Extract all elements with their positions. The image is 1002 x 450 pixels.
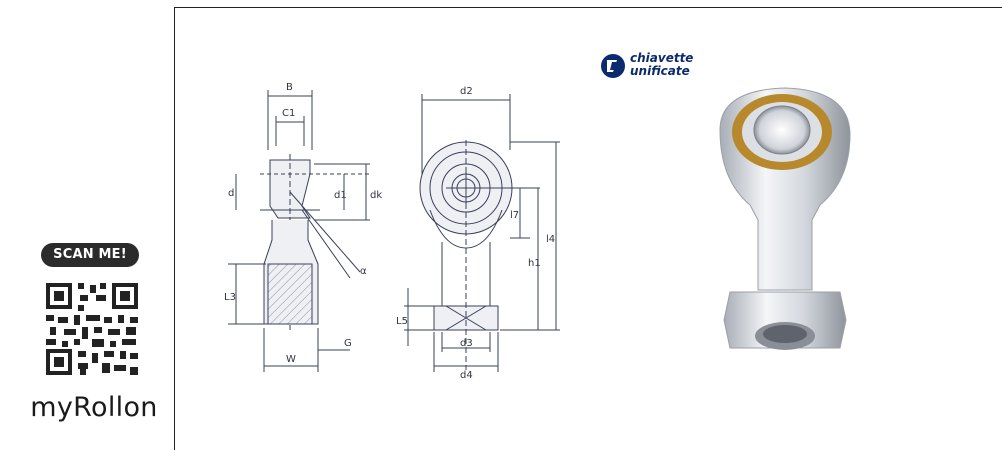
label-d: d [228,188,234,199]
label-d3: d3 [460,338,473,349]
label-d4: d4 [460,370,473,380]
label-l4: l4 [546,234,555,245]
qr-code-icon[interactable] [44,281,140,377]
logo-line2: unificate [630,64,690,78]
label-h1: h1 [528,258,541,269]
logo-line1: chiavette [630,51,694,65]
left-panel: SCAN ME! myRollon [0,0,174,450]
label-dk: dk [370,190,382,201]
label-l7: l7 [510,210,519,221]
label-d1: d1 [334,190,347,201]
logo-text: chiavette unificate [630,52,693,78]
label-L3: L3 [224,292,236,303]
top-border [174,7,1002,8]
scan-me-badge: SCAN ME! [41,243,139,267]
label-alpha: α [360,266,367,277]
front-view [404,94,560,372]
label-L5: L5 [396,316,408,327]
label-W: W [286,354,296,365]
panel-divider [174,7,175,450]
label-G: G [344,338,352,349]
label-d2: d2 [460,86,473,97]
technical-drawing: B C1 d d1 dk α L3 W G d2 l7 h1 l4 L5 d3 … [224,82,560,380]
label-C1: C1 [282,108,295,119]
brand-name: myRollon [30,392,158,423]
chiavette-logo-icon [601,54,625,78]
label-B: B [286,82,293,93]
side-view [228,90,370,372]
rod-end-product-image [719,87,851,350]
